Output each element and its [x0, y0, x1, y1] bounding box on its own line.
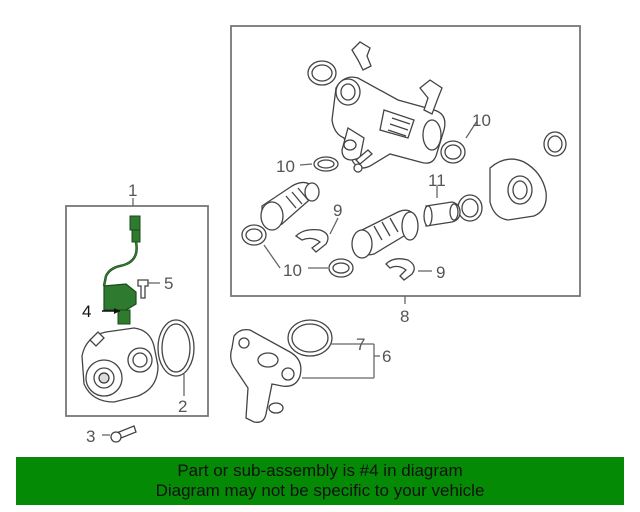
callout-3: 3 [86, 427, 95, 446]
coolant-hose-right [351, 209, 419, 259]
group-box-1 [65, 205, 209, 417]
coolant-pump [81, 327, 159, 403]
bolt-5 [137, 279, 149, 299]
highlighted-part-4-sensor [102, 215, 141, 325]
water-outlet-flange [230, 328, 302, 423]
spring-clip-9-left [294, 228, 329, 253]
outlet-elbow [489, 158, 547, 221]
connector-11 [423, 201, 461, 227]
callout-5: 5 [164, 274, 173, 293]
callout-9-lower: 9 [436, 263, 445, 282]
callout-7: 7 [356, 335, 365, 354]
banner-line-2: Diagram may not be specific to your vehi… [155, 481, 485, 500]
callout-6: 6 [382, 347, 391, 366]
retaining-clip-top [351, 41, 372, 71]
callout-8: 8 [400, 307, 409, 326]
banner-line-1: Part or sub-assembly is #4 in diagram [177, 461, 463, 480]
callout-11: 11 [428, 171, 446, 190]
callout-10-lower: 10 [283, 261, 302, 280]
callout-9-upper: 9 [333, 201, 342, 220]
callout-2: 2 [178, 397, 187, 416]
parts-diagram: 10 10 11 9 10 9 8 1 5 4 2 3 [65, 25, 581, 446]
callout-1: 1 [128, 181, 137, 200]
retaining-clip-right [419, 79, 443, 115]
spring-clip-9-right [385, 258, 415, 281]
coolant-flange-housing [331, 76, 446, 169]
coolant-hose-left [260, 181, 320, 231]
info-banner: Part or sub-assembly is #4 in diagram Di… [16, 457, 624, 505]
callout-4: 4 [82, 302, 91, 321]
housing-bolt [355, 149, 373, 165]
callout-10-middle: 10 [276, 157, 295, 176]
screw-3 [110, 425, 137, 443]
callout-10-upper-right: 10 [472, 111, 491, 130]
